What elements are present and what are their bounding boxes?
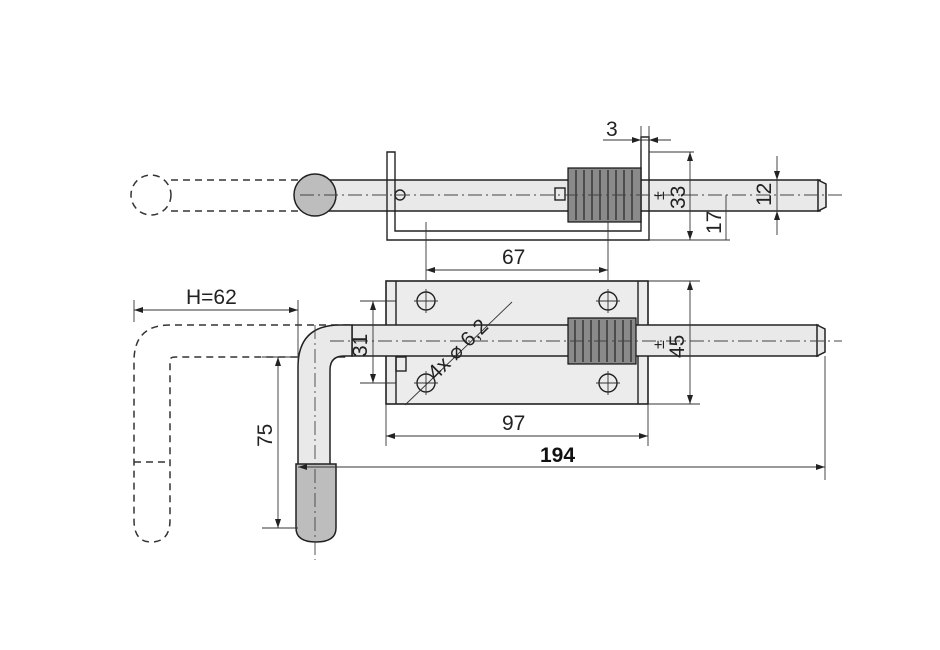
top-view: 3 33 ± 17 12 67	[130, 118, 842, 280]
hole-callout-leader	[404, 301, 513, 406]
dim-45-label: 45	[666, 335, 689, 358]
dim-33-tolerance: ±	[651, 191, 668, 200]
front-rod-tip	[816, 323, 826, 358]
dim-45-tolerance: ±	[651, 340, 668, 349]
top-rod-tip	[817, 178, 827, 213]
dim-3-label: 3	[606, 118, 618, 141]
dim-67-label: 67	[502, 246, 525, 269]
dim-h62-label: H=62	[186, 286, 237, 309]
hole-crosshairs	[414, 289, 620, 395]
dim-31-label: 31	[349, 334, 372, 357]
front-pin-slot	[395, 356, 407, 372]
front-handle-bend	[297, 324, 353, 471]
dim-75-label: 75	[254, 424, 277, 447]
front-handle-grip	[295, 463, 337, 543]
front-view: H=62 75 31 4x ⌀ 6,2 45 ± 97 194	[133, 280, 842, 560]
dim-17-label: 17	[703, 211, 726, 234]
dimension-arrowheads	[134, 137, 825, 528]
dim-33-label: 33	[667, 186, 690, 209]
dim-194-label: 194	[540, 444, 575, 467]
top-spring	[567, 167, 642, 223]
dim-97-label: 97	[502, 412, 525, 435]
top-knob-alternate-outline	[130, 174, 172, 216]
top-pin-slot	[554, 187, 566, 201]
dim-12-label: 12	[753, 183, 776, 206]
